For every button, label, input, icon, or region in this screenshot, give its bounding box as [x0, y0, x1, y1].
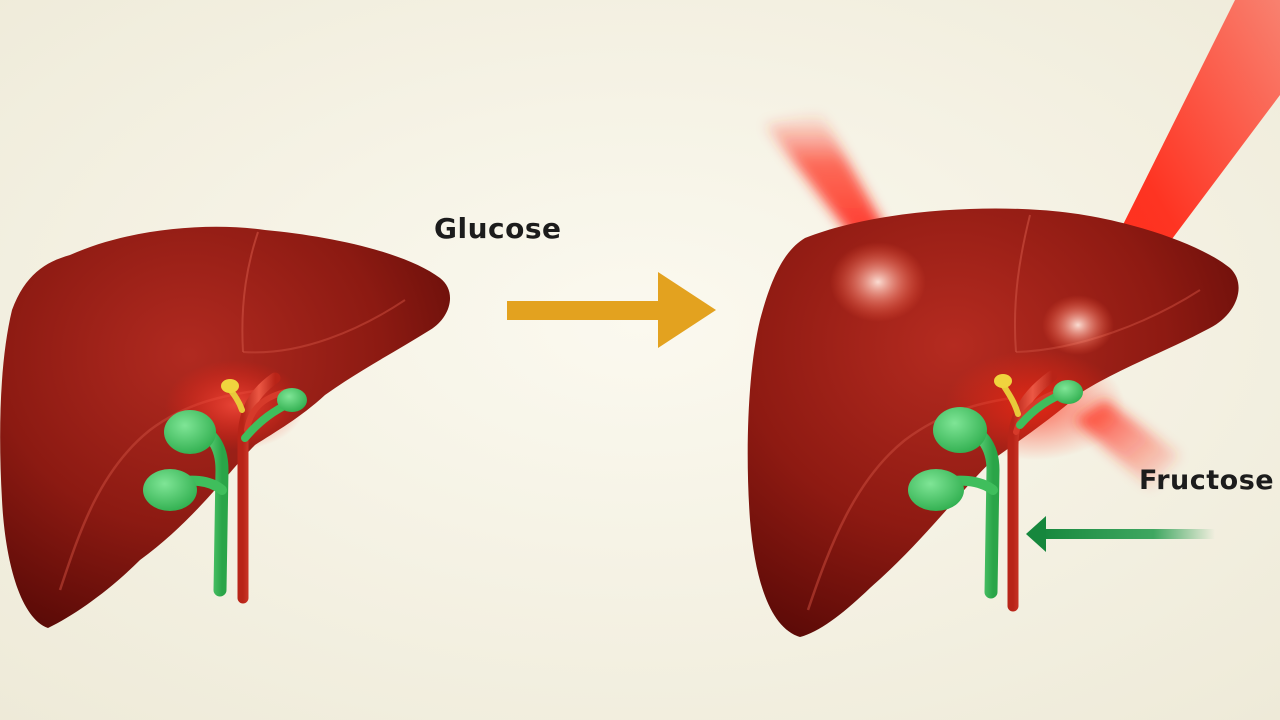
left-duct-bulb — [277, 388, 307, 412]
beam-lower-right — [1075, 400, 1180, 488]
fructose-arrow-icon — [1026, 516, 1215, 552]
left-gallbladder-upper — [164, 410, 216, 454]
left-liver-ridge — [242, 299, 406, 354]
glucose-label: Glucose — [434, 212, 562, 245]
left-gallbladder-lower — [143, 469, 197, 511]
right-gallbladder-upper — [933, 407, 987, 453]
right-yellow-bulb — [994, 374, 1012, 388]
right-gallbladder-lower — [908, 469, 964, 511]
glucose-arrow-icon — [507, 272, 716, 348]
right-duct-bulb — [1053, 380, 1083, 404]
right-artery — [1007, 370, 1058, 612]
left-liver-lobe-line — [241, 231, 259, 353]
glow-spot-top — [830, 242, 926, 322]
fructose-label: Fructose — [1139, 465, 1275, 496]
stressed-liver — [747, 0, 1280, 637]
right-liver-lobe-line — [1013, 214, 1031, 353]
left-yellow-bulb — [221, 379, 239, 393]
glow-spot-right — [1042, 295, 1114, 355]
healthy-liver — [0, 226, 451, 628]
